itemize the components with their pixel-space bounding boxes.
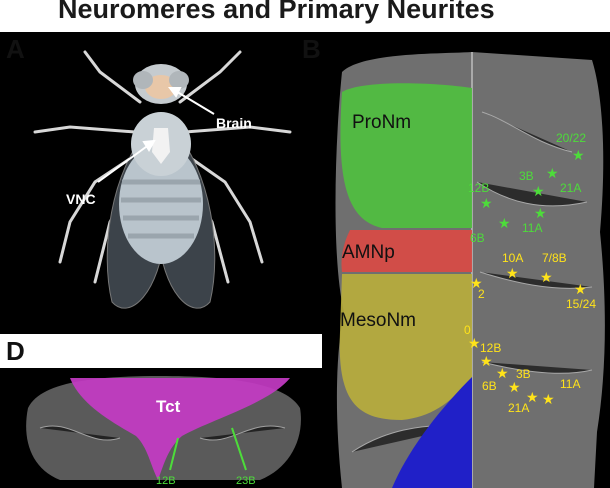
green-star-icon: ★ <box>572 147 585 163</box>
yellow-marker: 11A <box>560 377 580 391</box>
vnc-micrograph: ProNm AMNp MesoNm 20/22 3B 21A 12B 6B 11… <box>322 32 610 488</box>
d-marker-23b: 23B <box>236 475 256 487</box>
d-marker-12b: 12B <box>156 475 176 487</box>
yellow-star-icon: ★ <box>470 275 483 291</box>
green-marker: 6B <box>470 231 485 245</box>
yellow-marker: 0 <box>464 323 471 337</box>
region-amnp-label: AMNp <box>342 242 395 263</box>
panel-b-letter: B <box>302 34 321 64</box>
panel-d-letter: D <box>6 336 25 366</box>
yellow-star-icon: ★ <box>468 335 481 351</box>
fly-illustration: Brain VNC <box>0 32 322 334</box>
green-star-icon: ★ <box>534 205 547 221</box>
green-marker: 11A <box>522 221 542 235</box>
yellow-marker: 2 <box>478 287 485 301</box>
yellow-marker: 21A <box>508 401 529 415</box>
green-marker: 20/22 <box>556 131 586 145</box>
tectulum-micrograph: Tct 12B 23B <box>0 368 322 488</box>
yellow-star-icon: ★ <box>496 365 509 381</box>
brain-label: Brain <box>216 115 252 131</box>
yellow-marker: 10A <box>502 251 523 265</box>
yellow-marker: 12B <box>480 341 501 355</box>
green-star-icon: ★ <box>546 165 559 181</box>
region-mesonm-label: MesoNm <box>340 310 416 331</box>
yellow-marker: 3B <box>516 367 531 381</box>
green-star-icon: ★ <box>498 215 511 231</box>
panel-a: Brain VNC <box>0 32 322 334</box>
green-star-icon: ★ <box>532 183 545 199</box>
yellow-star-icon: ★ <box>526 389 539 405</box>
yellow-star-icon: ★ <box>506 265 519 281</box>
tct-label: Tct <box>156 397 181 416</box>
green-marker: 12B <box>468 181 489 195</box>
yellow-star-icon: ★ <box>542 391 555 407</box>
yellow-marker: 15/24 <box>566 297 596 311</box>
vnc-label: VNC <box>66 191 96 207</box>
green-star-icon: ★ <box>480 195 493 211</box>
figure-title: Neuromeres and Primary Neurites <box>58 0 495 24</box>
region-pronm-label: ProNm <box>352 112 411 133</box>
panel-a-letter: A <box>6 34 25 64</box>
yellow-star-icon: ★ <box>508 379 521 395</box>
yellow-star-icon: ★ <box>480 353 493 369</box>
green-marker: 3B <box>519 169 534 183</box>
yellow-star-icon: ★ <box>574 281 587 297</box>
yellow-marker: 7/8B <box>542 251 567 265</box>
panel-d: Tct 12B 23B <box>0 368 322 488</box>
green-marker: 21A <box>560 181 581 195</box>
yellow-marker: 6B <box>482 379 497 393</box>
yellow-star-icon: ★ <box>540 269 553 285</box>
panel-b: ProNm AMNp MesoNm 20/22 3B 21A 12B 6B 11… <box>322 32 610 488</box>
